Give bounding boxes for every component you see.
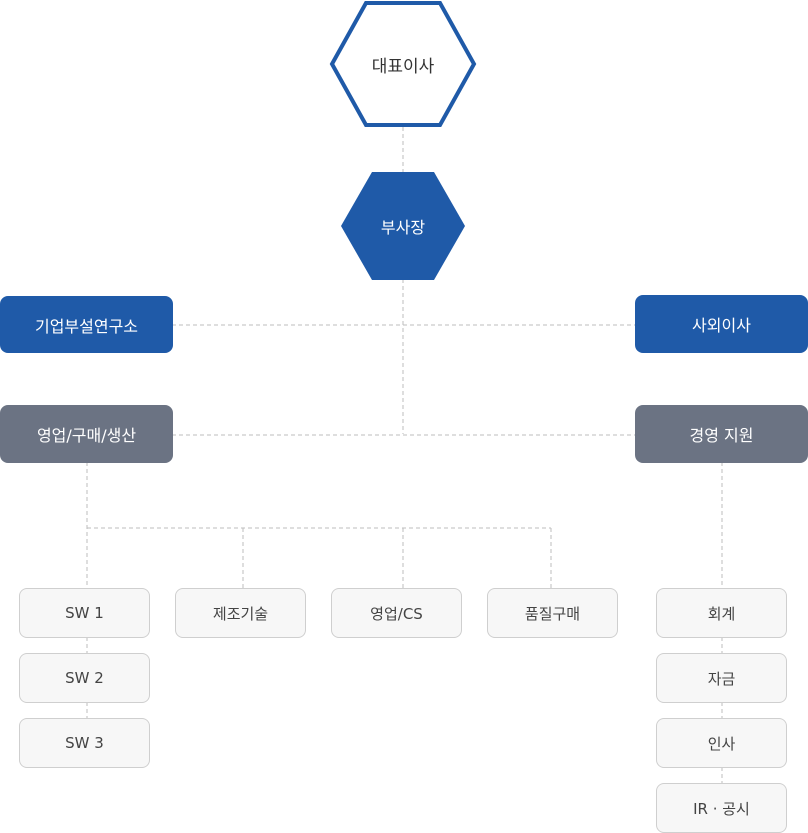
vp-label: 부사장: [380, 218, 426, 237]
sales-cs-box: 영업/CS: [331, 588, 462, 638]
hr-box: 인사: [656, 718, 787, 768]
sales-box: 영업/구매/생산: [0, 405, 173, 463]
sw1-box: SW 1: [19, 588, 150, 638]
ceo-node: 대표이사: [329, 0, 477, 128]
accounting-box: 회계: [656, 588, 787, 638]
sw2-box: SW 2: [19, 653, 150, 703]
finance-box: 자금: [656, 653, 787, 703]
manufacturing-tech-box: 제조기술: [175, 588, 306, 638]
ir-disclosure-box: IR · 공시: [656, 783, 787, 833]
ceo-label: 대표이사: [371, 56, 435, 77]
quality-purchasing-box: 품질구매: [487, 588, 618, 638]
outside-director-box: 사외이사: [635, 295, 808, 353]
management-box: 경영 지원: [635, 405, 808, 463]
ceo-hexagon-shape: [329, 0, 477, 127]
research-box: 기업부설연구소: [0, 296, 173, 353]
sw3-box: SW 3: [19, 718, 150, 768]
vp-node: 부사장: [341, 172, 465, 280]
vp-hexagon-shape: [341, 172, 465, 280]
